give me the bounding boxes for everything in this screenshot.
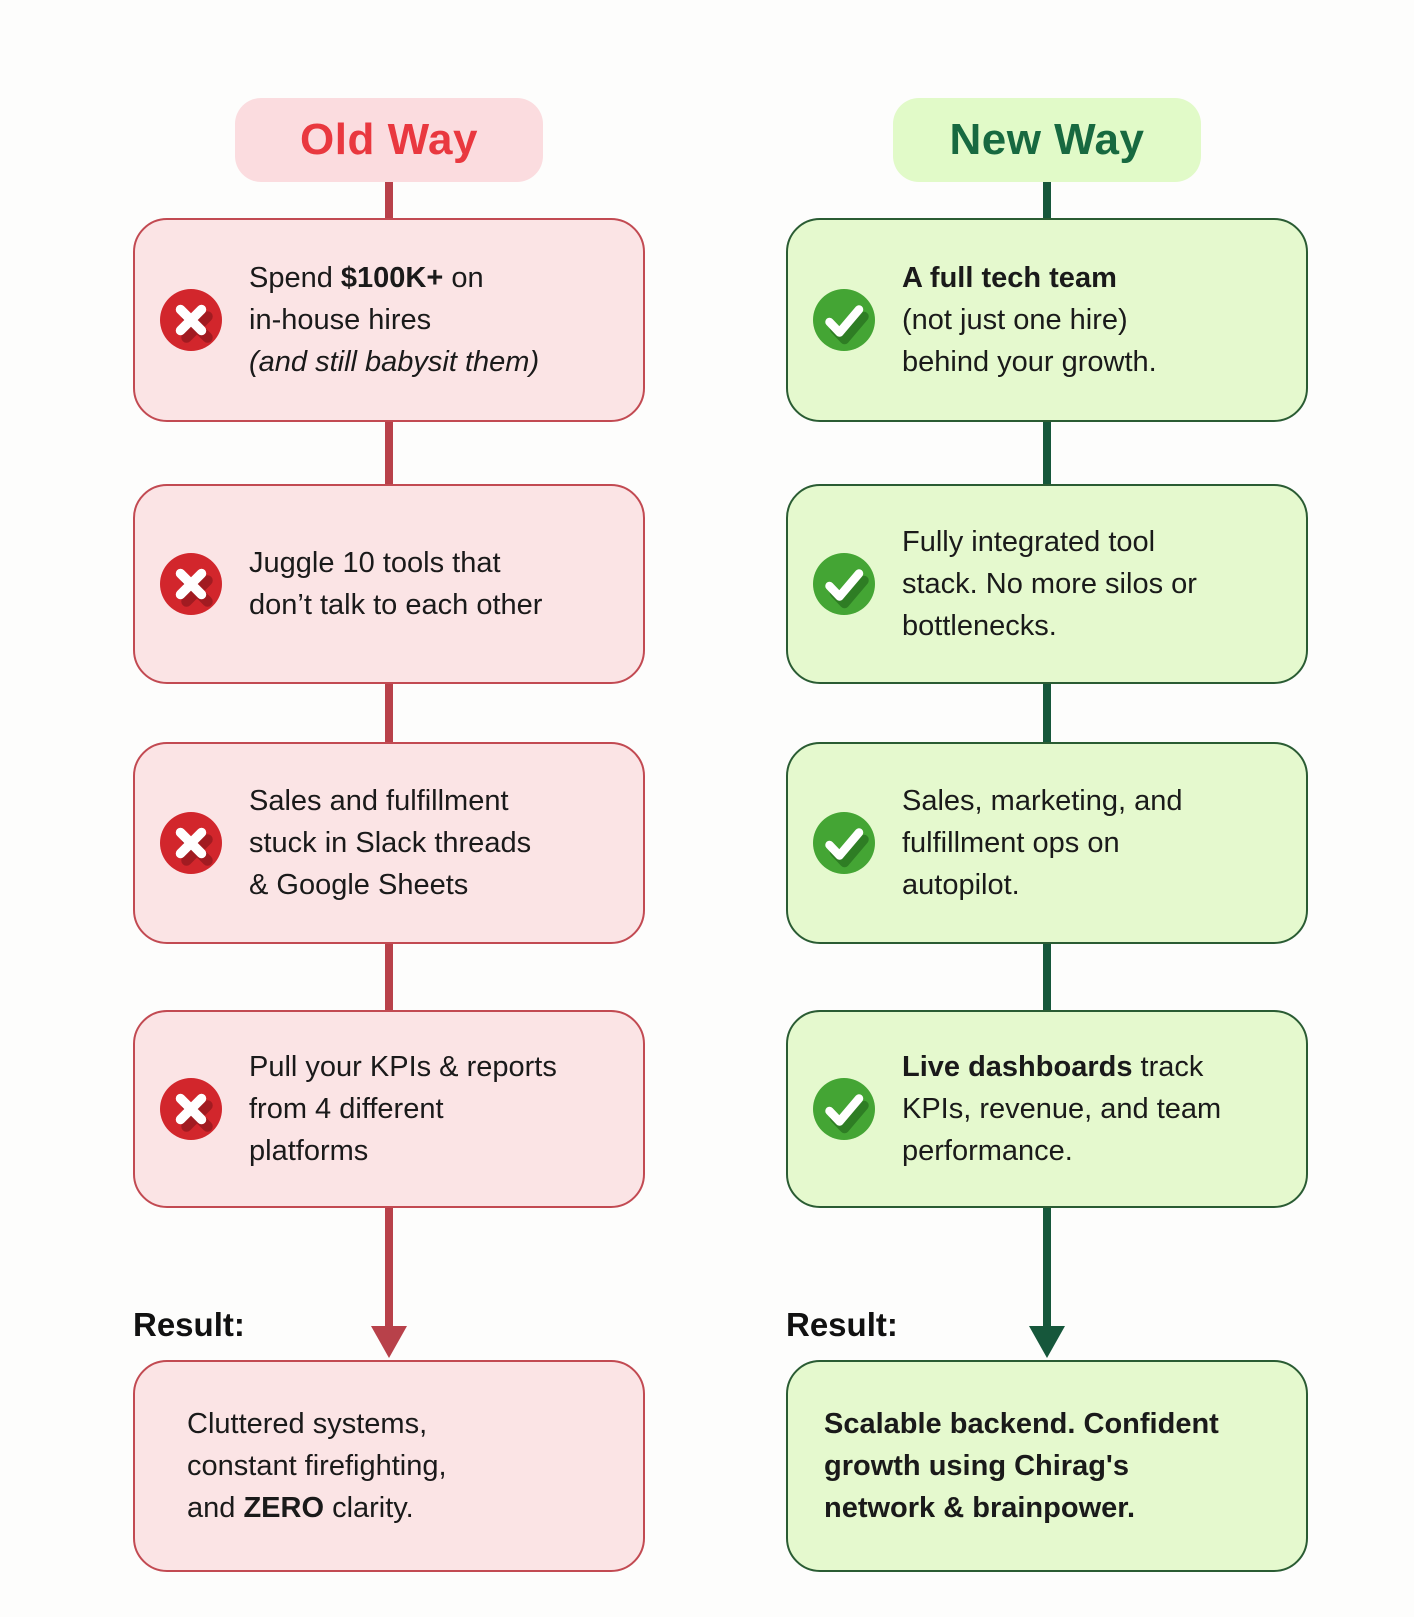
new-way-arrow-line [1043, 1208, 1051, 1326]
old-way-header: Old Way [235, 98, 543, 182]
check-icon [812, 1077, 876, 1141]
cross-icon [159, 288, 223, 352]
new-way-connector-1 [1043, 182, 1051, 218]
old-way-result-label: Result: [133, 1306, 245, 1343]
new-way-step-1-box: A full tech team(not just one hire)behin… [786, 218, 1308, 422]
old-way-arrow-line [385, 1208, 393, 1326]
new-way-connector-2 [1043, 422, 1051, 484]
check-icon [812, 811, 876, 875]
old-way-connector-2 [385, 422, 393, 484]
new-way-connector-3 [1043, 684, 1051, 742]
new-way-title: New Way [949, 115, 1145, 164]
cross-icon [159, 552, 223, 616]
old-way-connector-4 [385, 944, 393, 1010]
cross-icon [159, 1077, 223, 1141]
old-way-connector-1 [385, 182, 393, 218]
old-way-result-box: Cluttered systems,constant firefighting,… [133, 1360, 645, 1572]
new-way-arrow-down-icon [1029, 1326, 1065, 1358]
check-icon [812, 288, 876, 352]
old-way-result-text: Cluttered systems,constant firefighting,… [187, 1407, 447, 1525]
new-way-connector-4 [1043, 944, 1051, 1010]
new-way-result-arrow-zone: Result: [786, 1208, 1308, 1360]
new-way-column: New Way A full tech team(not just one hi… [786, 98, 1308, 1572]
new-way-result-label: Result: [786, 1306, 898, 1343]
check-icon [812, 552, 876, 616]
old-way-connector-3 [385, 684, 393, 742]
old-way-title: Old Way [300, 115, 478, 164]
cross-icon [159, 811, 223, 875]
new-way-header: New Way [893, 98, 1201, 182]
old-way-arrow-down-icon [371, 1326, 407, 1358]
old-way-result-arrow-zone: Result: [133, 1208, 645, 1360]
new-way-step-1-text: A full tech team(not just one hire)behin… [902, 261, 1157, 379]
